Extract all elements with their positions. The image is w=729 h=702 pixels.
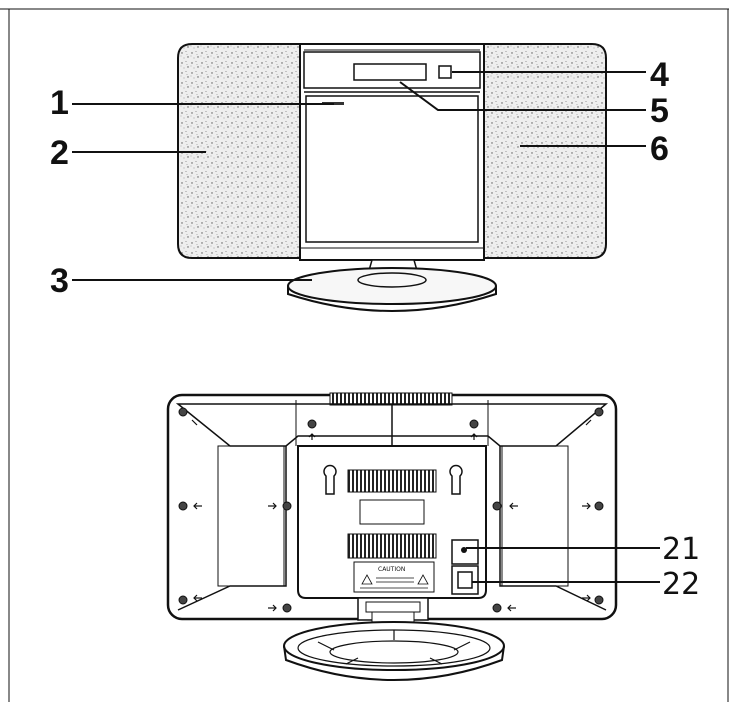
keyhole-left xyxy=(323,464,337,495)
keyhole-right xyxy=(449,464,463,495)
top-vent xyxy=(329,392,453,406)
left-speaker-grille xyxy=(177,43,301,259)
upper-vents xyxy=(347,469,437,493)
caution-text: CAUTION xyxy=(378,566,405,573)
front-leaders xyxy=(72,71,646,281)
callout-6: 6 xyxy=(650,130,669,168)
caution-label xyxy=(353,561,435,593)
screws xyxy=(178,407,604,613)
label-area xyxy=(359,499,425,525)
callout-2: 2 xyxy=(50,134,69,172)
callout-22: 22 xyxy=(662,567,700,602)
screw-arrows xyxy=(191,419,592,612)
right-speaker-grille xyxy=(483,43,607,259)
lcd-display xyxy=(353,63,427,81)
lower-vents xyxy=(347,533,437,559)
rear-view: CAUTION xyxy=(166,392,618,681)
rear-leaders xyxy=(466,547,660,583)
front-view xyxy=(177,43,607,312)
callout-5: 5 xyxy=(650,92,669,130)
callout-4: 4 xyxy=(650,56,669,94)
callout-3: 3 xyxy=(50,262,69,300)
callout-1: 1 xyxy=(50,84,69,122)
remote-sensor xyxy=(438,65,452,79)
callout-21: 21 xyxy=(662,532,700,567)
cd-door xyxy=(305,95,479,243)
stand-base-rim xyxy=(287,286,497,312)
